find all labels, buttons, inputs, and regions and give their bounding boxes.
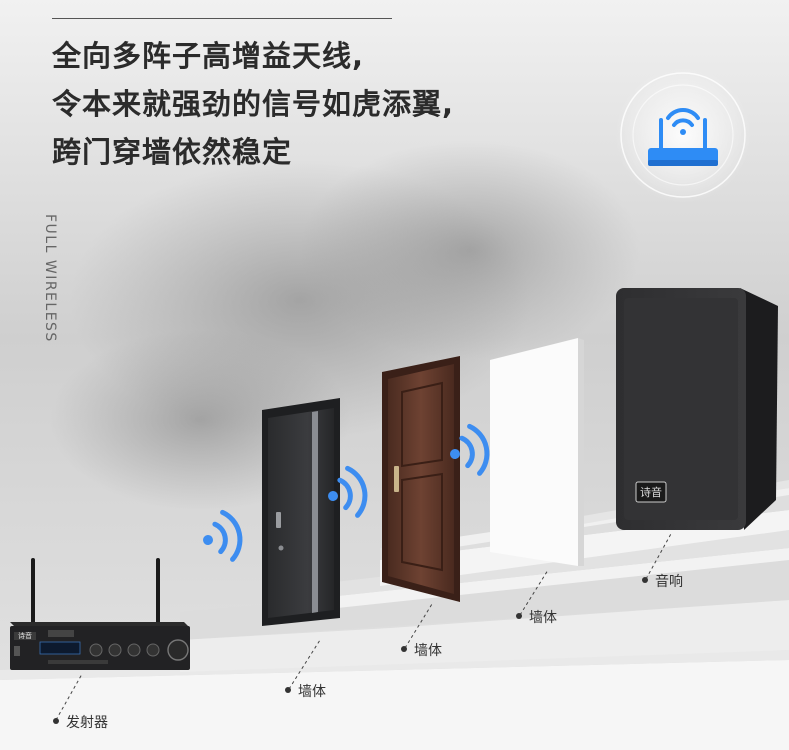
side-tagline: FULL WIRELESS: [42, 214, 58, 343]
headline-rule: [52, 18, 392, 19]
brown-door: [382, 356, 460, 602]
wall-speaker: [616, 288, 778, 530]
transmitter-device: [10, 558, 190, 670]
headline-line: 令本来就强劲的信号如虎添翼,: [52, 87, 455, 121]
transmitter-brand-logo: 诗音: [18, 631, 32, 640]
label-wall-1: 墙体: [298, 684, 326, 700]
label-wall-2: 墙体: [414, 643, 442, 659]
speaker-brand-logo: 诗音: [640, 485, 662, 499]
label-speaker: 音响: [655, 574, 683, 590]
wifi-signal-icon: [450, 423, 490, 476]
headline: 全向多阵子高增益天线, 令本来就强劲的信号如虎添翼, 跨门穿墙依然稳定: [52, 32, 454, 176]
headline-line: 跨门穿墙依然稳定: [52, 135, 293, 169]
label-transmitter: 发射器: [66, 715, 108, 731]
callout-lines: [55, 531, 673, 721]
wifi-signal-icon: [203, 509, 243, 562]
router-wifi-icon: [615, 67, 751, 203]
white-wall: [490, 338, 584, 566]
callout-dots: [53, 577, 648, 724]
dark-door: [262, 398, 340, 626]
smoke-cloud: [300, 140, 640, 360]
wifi-signal-icon: [328, 465, 368, 518]
label-wall-3: 墙体: [529, 610, 557, 626]
headline-line: 全向多阵子高增益天线,: [52, 39, 365, 73]
